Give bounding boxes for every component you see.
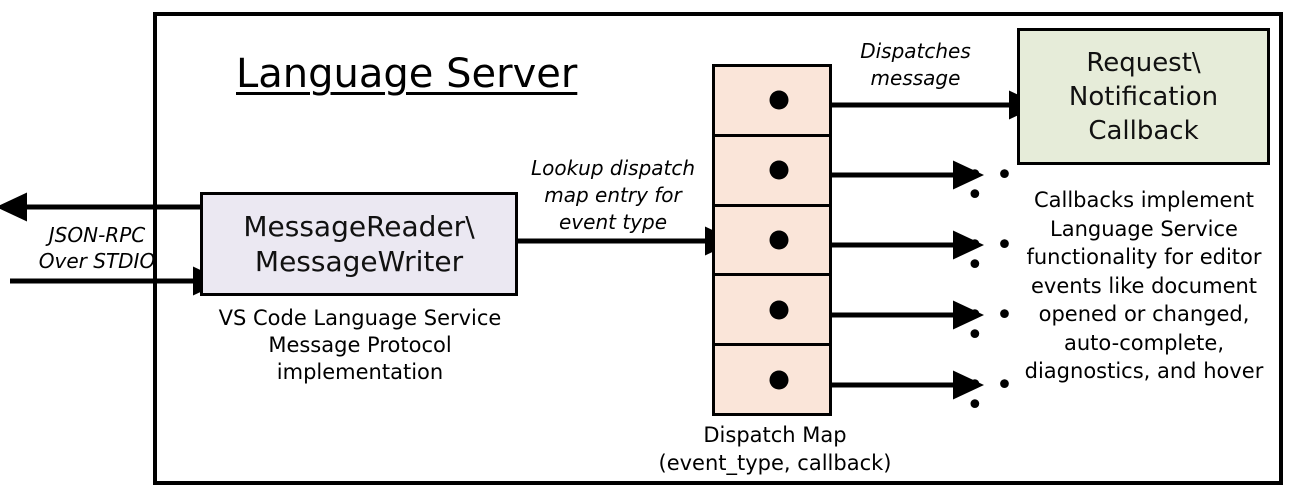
message-reader-writer-text: MessageReader\ MessageWriter xyxy=(243,209,474,279)
dispatch-msg-line1: Dispatches xyxy=(860,39,971,63)
dispatch-map-row-2[interactable] xyxy=(715,137,829,207)
ellipsis-row-5: • • • xyxy=(966,368,1026,423)
callback-desc-line3: functionality for editor xyxy=(1026,245,1262,269)
jsonrpc-label-line1: JSON-RPC xyxy=(48,223,146,247)
callback-desc-line1: Callbacks implement xyxy=(1033,188,1255,212)
language-server-boundary xyxy=(153,12,1283,485)
callback-box-text: Request\ Notification Callback xyxy=(1069,46,1218,148)
callback-desc-line5: opened or changed, xyxy=(1038,302,1250,326)
dispatch-map-dot-icon xyxy=(769,370,789,390)
message-io-caption-line1: VS Code Language Service xyxy=(218,306,502,330)
message-reader-writer-caption: VS Code Language Service Message Protoco… xyxy=(190,305,530,386)
lookup-label-line2: map entry for xyxy=(544,183,682,207)
dispatch-map-dot-icon xyxy=(769,90,789,110)
callback-desc-line6: auto-complete, xyxy=(1064,330,1224,355)
message-io-line1: MessageReader\ xyxy=(243,210,475,243)
dispatch-map-caption: Dispatch Map (event_type, callback) xyxy=(645,421,905,477)
dispatch-map-row-3[interactable] xyxy=(715,207,829,277)
dispatch-map-caption-line2: (event_type, callback) xyxy=(658,451,892,475)
message-reader-writer-box[interactable]: MessageReader\ MessageWriter xyxy=(200,192,518,296)
dispatch-map-dot-icon xyxy=(769,300,789,320)
dispatches-message-label: Dispatches message xyxy=(833,38,998,92)
page-title: Language Server xyxy=(236,51,578,97)
dispatch-map-row-5[interactable] xyxy=(715,346,829,413)
callback-line2: Notification xyxy=(1068,81,1219,112)
message-io-line2: MessageWriter xyxy=(254,245,464,278)
message-io-caption-line2: Message Protocol implementation xyxy=(268,333,452,384)
lookup-dispatch-label: Lookup dispatch map entry for event type xyxy=(518,155,708,236)
lookup-label-line3: event type xyxy=(559,210,667,234)
request-notification-callback-box[interactable]: Request\ Notification Callback xyxy=(1017,28,1270,165)
callback-line3: Callback xyxy=(1088,115,1199,146)
jsonrpc-label-line2: Over STDIO xyxy=(38,249,156,273)
callback-desc-line4: events like document xyxy=(1030,273,1258,298)
dispatch-map-dot-icon xyxy=(769,160,789,180)
lookup-label-line1: Lookup dispatch xyxy=(530,156,696,180)
ellipsis-row-4: • • • xyxy=(966,298,1026,353)
ellipsis-row-3: • • • xyxy=(966,228,1026,283)
dispatch-map-row-1[interactable] xyxy=(715,67,829,137)
ellipsis-row-2: • • • xyxy=(966,158,1026,213)
callback-desc-line7: diagnostics, and hover xyxy=(1024,359,1264,383)
dispatch-map-row-4[interactable] xyxy=(715,276,829,347)
jsonrpc-edge-label: JSON-RPC Over STDIO xyxy=(22,222,172,274)
dispatch-msg-line2: message xyxy=(870,66,961,90)
callback-desc-line2: Language Service xyxy=(1050,216,1238,241)
dispatch-map-dot-icon xyxy=(769,230,789,250)
dispatch-map-caption-line1: Dispatch Map xyxy=(703,423,847,447)
callback-description: Callbacks implement Language Service fun… xyxy=(1008,186,1280,386)
callback-line1: Request\ xyxy=(1086,47,1201,78)
dispatch-map-table[interactable] xyxy=(712,64,832,416)
